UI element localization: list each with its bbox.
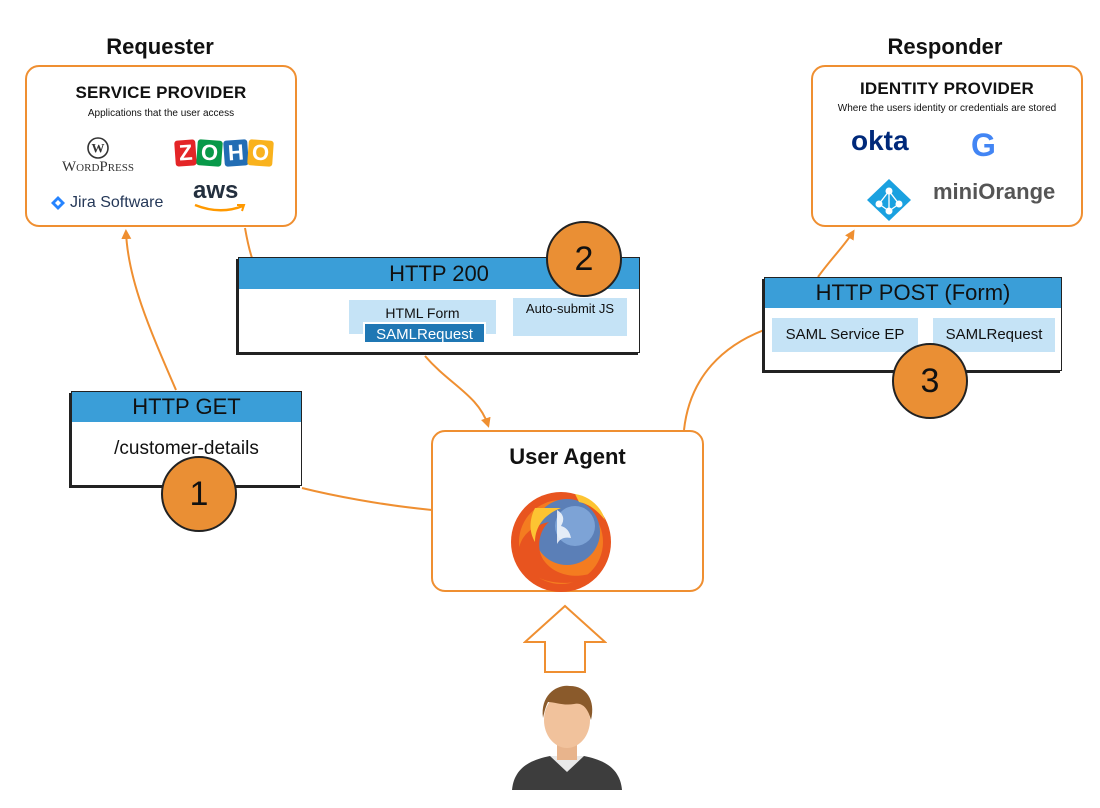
firefox-icon [511,492,611,592]
service-provider-title: SERVICE PROVIDER [75,83,247,102]
wordpress-logo: W WordPress [62,137,134,176]
service-provider-subtitle: Applications that the user access [87,108,235,119]
user-agent-title: User Agent [509,444,626,469]
connector-get-to-provider [121,229,177,391]
jira-logo: Jira Software [51,194,163,212]
http-post-title: HTTP POST (Form) [765,278,1061,308]
get-path: /customer-details [114,438,259,459]
aws-logo: aws [193,179,247,213]
identity-provider-subtitle: Where the users identity or credentials … [837,103,1057,114]
step-1-badge: 1 [161,456,237,532]
zoho-letter: Z [174,139,198,167]
up-arrow-icon [523,604,607,673]
step-2-badge: 2 [546,221,622,297]
jira-text: Jira Software [70,194,164,211]
okta-logo: okta [851,125,909,157]
html-form-label: HTML Form [385,305,460,321]
identity-provider-card: IDENTITY PROVIDER Where the users identi… [811,65,1083,227]
user-agent-card: User Agent [431,430,704,592]
requester-label: Requester [106,34,214,59]
connector-provider-to-ok [244,227,253,259]
saml-service-ep-chip: SAML Service EP [772,318,918,352]
wordpress-icon: W [87,137,109,159]
miniorange-logo: miniOrange [933,179,1055,205]
connector-useragent-to-get [301,487,433,511]
user-avatar-icon [512,685,622,790]
connector-ok-to-useragent [424,355,491,428]
http-get-title: HTTP GET [72,392,301,422]
identity-provider-title: IDENTITY PROVIDER [859,79,1035,98]
miniorange-text: miniOrange [933,179,1056,204]
wordpress-text: WordPress [62,159,135,175]
autosubmit-chip: Auto-submit JS [513,298,627,336]
azure-ad-icon [867,179,911,221]
svg-text:W: W [92,141,105,156]
google-logo: G [971,127,996,164]
saml-request-chip: SAMLRequest [363,322,486,344]
google-text: G [971,127,996,163]
azure-ad-logo [865,177,913,223]
zoho-letter: O [196,139,224,167]
jira-icon [51,196,65,210]
zoho-letter: H [222,139,249,167]
aws-text: aws [193,177,239,204]
service-provider-card: SERVICE PROVIDER Applications that the u… [25,65,297,227]
responder-label: Responder [887,34,1003,59]
step-3-badge: 3 [892,343,968,419]
connector-useragent-to-post [683,329,765,431]
saml-request-post-chip: SAMLRequest [933,318,1055,352]
aws-smile-icon [194,203,246,212]
zoho-letter: O [247,139,275,167]
okta-text: okta [851,125,909,156]
connector-post-to-idp [817,229,855,278]
